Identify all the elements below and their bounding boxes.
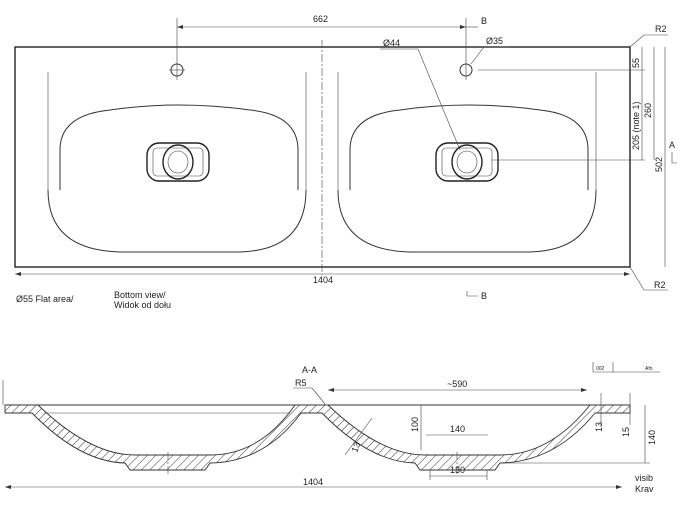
radius-r5: R5 bbox=[295, 378, 307, 388]
dim-15: 15 bbox=[621, 427, 631, 437]
dim-130: 130 bbox=[450, 465, 465, 475]
drain-left bbox=[146, 142, 210, 182]
title-block-text: Afn bbox=[645, 366, 653, 372]
section-title: A-A bbox=[302, 365, 317, 375]
section-a-marker: A bbox=[669, 140, 675, 150]
dim-13-rim: 13 bbox=[594, 422, 604, 432]
dim-260: 260 bbox=[643, 103, 653, 118]
dim-205-note: 205 (note 1) bbox=[631, 101, 641, 150]
top-view: 662 B Ø44 Ø35 R2 R2 55 205 (note 1) 260 … bbox=[14, 14, 677, 310]
dim-140-total: 140 bbox=[647, 430, 657, 445]
dim-140-drain: 140 bbox=[450, 424, 465, 434]
title-block-code: 002 bbox=[596, 366, 605, 372]
dim-55: 55 bbox=[631, 58, 641, 68]
flat-area-label: Ø55 Flat area/ bbox=[16, 294, 74, 304]
dia-35-label: Ø35 bbox=[486, 36, 503, 46]
bottom-view-label: Bottom view/ bbox=[114, 290, 166, 300]
radius-r2-bottom: R2 bbox=[654, 280, 666, 290]
section-b-marker-top: B bbox=[481, 16, 487, 26]
dim-662: 662 bbox=[313, 14, 328, 24]
dim-1404-top: 1404 bbox=[313, 275, 333, 285]
dim-590: ~590 bbox=[447, 379, 467, 389]
bottom-view-label-pl: Widok od dołu bbox=[114, 300, 171, 310]
dim-1404-section: 1404 bbox=[303, 477, 323, 487]
sink-profile bbox=[4, 404, 631, 471]
title-block bbox=[592, 362, 660, 373]
drain-right bbox=[435, 142, 499, 182]
section-b-marker-bottom: B bbox=[481, 291, 487, 301]
dim-100: 100 bbox=[410, 417, 420, 432]
dim-502: 502 bbox=[654, 157, 664, 172]
radius-r2-top: R2 bbox=[655, 24, 667, 34]
dim-13-wall: 13 bbox=[349, 441, 362, 454]
countertop-outline bbox=[14, 46, 631, 268]
dia-44-label: Ø44 bbox=[383, 38, 400, 48]
right-basin bbox=[337, 18, 597, 253]
section-view: A-A R5 ~590 100 140 13 130 1404 13 15 14… bbox=[2, 362, 660, 494]
left-basin bbox=[47, 18, 307, 253]
note-visib: visib bbox=[635, 473, 653, 483]
note-krav: Krav bbox=[635, 484, 654, 494]
